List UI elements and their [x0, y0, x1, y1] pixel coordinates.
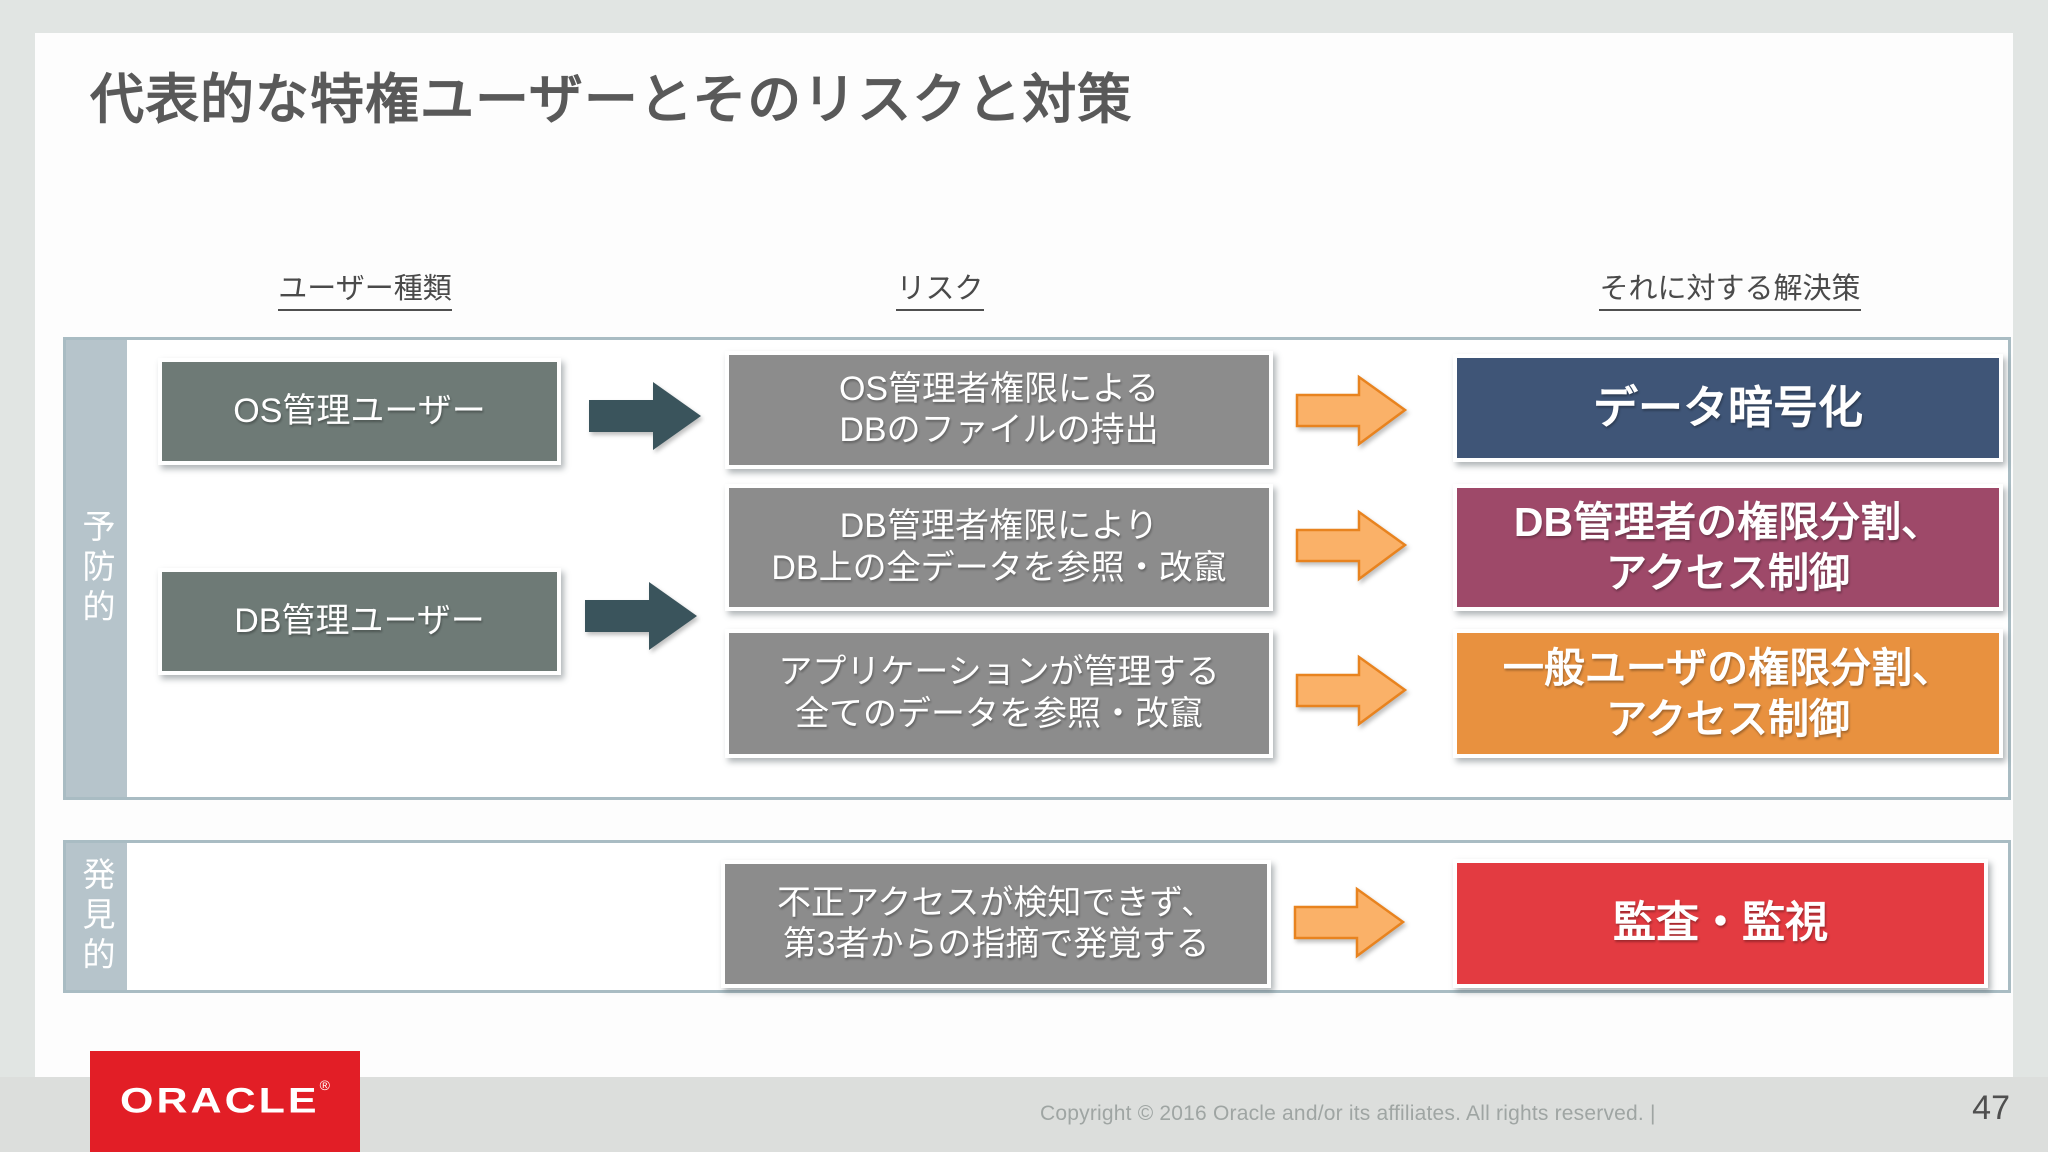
- risk-box-db-admin-tampering: DB管理者権限により DB上の全データを参照・改竄: [725, 484, 1273, 611]
- column-header-solution-label: それに対する解決策: [1599, 273, 1861, 311]
- preventive-section: 予防的 OS管理ユーザー DB管理ユーザー OS管理者権限による DBのファイル…: [63, 337, 2011, 800]
- right-arrow-icon-risk2-to-solution2: [1295, 509, 1408, 582]
- risk-box-undetected-unauthorized-access-line1: 不正アクセスが検知できず、: [777, 883, 1215, 922]
- page-number: 47: [1972, 1089, 2010, 1127]
- user-box-db-admin-label: DB管理ユーザー: [234, 601, 485, 640]
- column-header-solution: それに対する解決策: [1560, 265, 1900, 311]
- risk-box-os-file-exfiltration-line2: DBのファイルの持出: [839, 411, 1159, 449]
- risk-box-os-file-exfiltration-line1: OS管理者権限による: [838, 369, 1160, 408]
- risk-box-db-admin-tampering-line2: DB上の全データを参照・改竄: [771, 548, 1227, 587]
- risk-box-application-data-tampering: アプリケーションが管理する 全てのデータを参照・改竄: [725, 629, 1273, 758]
- preventive-label: 予防的: [78, 508, 115, 629]
- oracle-logo: ORACLE ®: [90, 1051, 360, 1152]
- column-header-risk: リスク: [850, 265, 1030, 311]
- solution-box-db-admin-privilege-separation-line2: アクセス制御: [1606, 549, 1850, 596]
- column-header-user-type-label: ユーザー種類: [278, 273, 452, 311]
- user-box-db-admin: DB管理ユーザー: [158, 568, 561, 675]
- solution-box-audit-monitoring-line1: 監査・監視: [1613, 899, 1828, 948]
- right-arrow-icon-os-to-risk: [589, 382, 701, 450]
- risk-box-application-data-tampering-line1: アプリケーションが管理する: [778, 653, 1220, 692]
- column-header-user-type: ユーザー種類: [200, 265, 530, 311]
- solution-box-db-admin-privilege-separation-line1: DB管理者の権限分割、: [1513, 499, 1943, 546]
- risk-box-db-admin-tampering-line1: DB管理者権限により: [839, 507, 1159, 546]
- detective-section: 発見的 不正アクセスが検知できず、 第3者からの指摘で発覚する 監査・監視: [63, 840, 2011, 993]
- risk-box-application-data-tampering-line2: 全てのデータを参照・改竄: [795, 694, 1203, 733]
- user-box-os-admin-label: OS管理ユーザー: [233, 391, 486, 430]
- solution-box-data-encryption: データ暗号化: [1453, 354, 2003, 462]
- right-arrow-icon-risk4-to-solution4: [1293, 886, 1406, 959]
- oracle-logo-text: ORACLE: [120, 1081, 320, 1121]
- solution-box-general-user-privilege-separation-line2: アクセス制御: [1606, 695, 1850, 742]
- column-header-risk-label: リスク: [896, 273, 984, 311]
- detective-label-strip: 発見的: [66, 843, 127, 990]
- solution-box-db-admin-privilege-separation: DB管理者の権限分割、 アクセス制御: [1453, 484, 2003, 611]
- solution-box-general-user-privilege-separation-line1: 一般ユーザの権限分割、: [1502, 645, 1954, 692]
- copyright-text: Copyright © 2016 Oracle and/or its affil…: [1040, 1102, 1656, 1125]
- risk-box-undetected-unauthorized-access: 不正アクセスが検知できず、 第3者からの指摘で発覚する: [721, 860, 1271, 988]
- right-arrow-icon-risk3-to-solution3: [1295, 654, 1408, 727]
- risk-box-undetected-unauthorized-access-line2: 第3者からの指摘で発覚する: [782, 925, 1210, 963]
- right-arrow-icon-risk1-to-solution1: [1295, 374, 1408, 447]
- right-arrow-icon-db-to-risk: [585, 582, 697, 650]
- preventive-label-strip: 予防的: [66, 340, 127, 797]
- slide-title: 代表的な特権ユーザーとそのリスクと対策: [90, 70, 1133, 130]
- solution-box-general-user-privilege-separation: 一般ユーザの権限分割、 アクセス制御: [1453, 629, 2003, 758]
- slide-canvas: 代表的な特権ユーザーとそのリスクと対策 ユーザー種類 リスク それに対する解決策…: [35, 33, 2013, 1077]
- solution-box-data-encryption-line1: データ暗号化: [1592, 381, 1863, 433]
- risk-box-os-file-exfiltration: OS管理者権限による DBのファイルの持出: [725, 351, 1273, 469]
- user-box-os-admin: OS管理ユーザー: [158, 358, 561, 465]
- registered-trademark-icon: ®: [319, 1077, 330, 1093]
- detective-label: 発見的: [78, 856, 115, 977]
- solution-box-audit-monitoring: 監査・監視: [1453, 859, 1988, 988]
